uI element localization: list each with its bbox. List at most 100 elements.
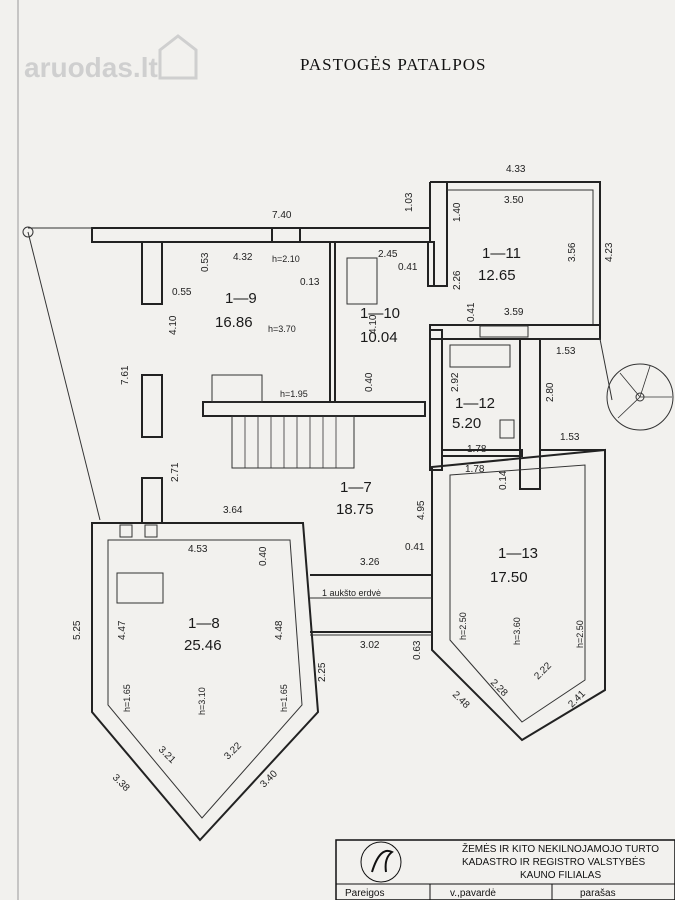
room-id: 1—12 [455,395,495,412]
room-1-7: 1—7 18.75 [336,479,374,518]
dimension: 2.26 [452,270,463,290]
room-area: 17.50 [490,569,528,586]
room-1-8: 1—8 25.46 h=3.10 [184,615,222,715]
dimension: 0.41 [466,302,477,322]
room-1-10: 1—10 10.04 [360,305,400,346]
dimension: 2.48 [450,689,472,711]
dimension: 4.23 [604,242,615,262]
fixture-box [116,572,164,604]
room-area: 25.46 [184,637,222,654]
height-label: h=1.65 [122,684,132,712]
dimension: 4.95 [416,500,427,520]
dimension: 5.25 [72,620,83,640]
staircase [211,374,355,469]
room-id: 1—8 [188,615,220,632]
room-height: h=3.60 [512,617,522,645]
dimension: 3.02 [360,640,380,651]
erdve-label: 1 aukšto erdvė [322,588,381,598]
registry-stamp: ŽEMĖS IR KITO NEKILNOJAMOJO TURTO KADAST… [335,839,675,900]
dimension: 7.40 [272,210,292,221]
seal-logo-icon [371,850,394,873]
room-1-11: 1—11 12.65 [478,245,521,284]
dimension: 2.92 [450,372,461,392]
dimension: 2.80 [545,382,556,402]
registry-line-2: KADASTRO IR REGISTRO VALSTYBĖS [462,855,646,868]
registry-line-3: KAUNO FILIALAS [520,870,601,881]
dimension: 3.21 [156,744,178,766]
dimension: 4.48 [274,620,285,640]
dimension: 1.40 [452,202,463,222]
vent-box-1 [119,524,133,538]
dimension: 4.47 [117,620,128,640]
dimension: 1.53 [556,346,576,357]
room-height: h=3.10 [197,687,207,715]
plan-title: PASTOGĖS PATALPOS [300,55,487,74]
vent-row [479,325,529,338]
dimension: 4.10 [168,315,179,335]
room-1-13: 1—13 17.50 h=3.60 [490,545,538,645]
pareigos-label: Pareigos [345,888,384,899]
room-id: 1—9 [225,290,257,307]
room-area: 10.04 [360,329,398,346]
dimension: 4.53 [188,544,208,555]
dimension: 2.25 [317,662,328,682]
dimension: 0.13 [300,277,320,288]
room-area: 16.86 [215,314,253,331]
dimension: 1.03 [404,192,415,212]
dimension: 0.40 [258,546,269,566]
dimension: 2.71 [170,462,181,482]
room-id: 1—11 [482,245,521,262]
height-label: h=2.50 [458,612,468,640]
dimension: 3.38 [110,772,132,794]
registry-line-1: ŽEMĖS IR KITO NEKILNOJAMOJO TURTO [462,842,659,855]
room-height: h=3.70 [268,324,296,334]
dimension: 0.63 [412,640,423,660]
room-area: 18.75 [336,501,374,518]
aruodas-watermark: aruodas.lt [24,34,198,83]
room-1-12: 1—12 5.20 [452,395,495,432]
dimension: 0.55 [172,287,192,298]
room-area: 12.65 [478,267,516,284]
dimension: 0.14 [498,470,509,490]
dimension: 3.26 [360,557,380,568]
dimension: 3.56 [567,242,578,262]
chimney-fixture [346,257,378,305]
dimension: 0.40 [364,372,375,392]
height-label: h=1.65 [279,684,289,712]
dimension: 2.45 [378,249,398,260]
dimension: 3.50 [504,195,524,206]
dimension: 0.53 [200,252,211,272]
dimension: 3.22 [222,740,244,762]
dimension: 0.41 [405,542,425,553]
room-1-9: 1—9 16.86 h=3.70 [215,290,296,334]
dimension: 3.40 [258,768,280,790]
spiral-stair [606,363,674,431]
dimension: 7.61 [120,365,131,385]
house-icon [158,34,198,80]
bath-fixture [449,344,511,368]
dimension: 4.10 [368,314,379,334]
dimension: 1.78 [467,444,487,455]
room-id: 1—10 [360,305,400,322]
dimension: 4.32 [233,252,253,263]
room-id: 1—7 [340,479,372,496]
dimension: 2.41 [566,688,588,710]
dimension: 0.41 [398,262,418,273]
height-label: h=1.95 [280,389,308,399]
pavarde-label: v.,pavardė [450,888,496,899]
height-label: h=2.10 [272,254,300,264]
registry-seal [360,841,402,883]
vent-box-2 [144,524,158,538]
dimension: 2.28 [488,677,510,699]
dimension: 1.53 [560,432,580,443]
dimension: 1.78 [465,464,485,475]
toilet-fixture [499,419,515,439]
room-area: 5.20 [452,415,481,432]
walls [22,181,613,842]
watermark-text: aruodas.lt [24,52,158,83]
dimension: 4.33 [506,164,526,175]
dimension: 2.22 [532,660,554,682]
height-label: h=2.50 [575,620,585,648]
room-id: 1—13 [498,545,538,562]
